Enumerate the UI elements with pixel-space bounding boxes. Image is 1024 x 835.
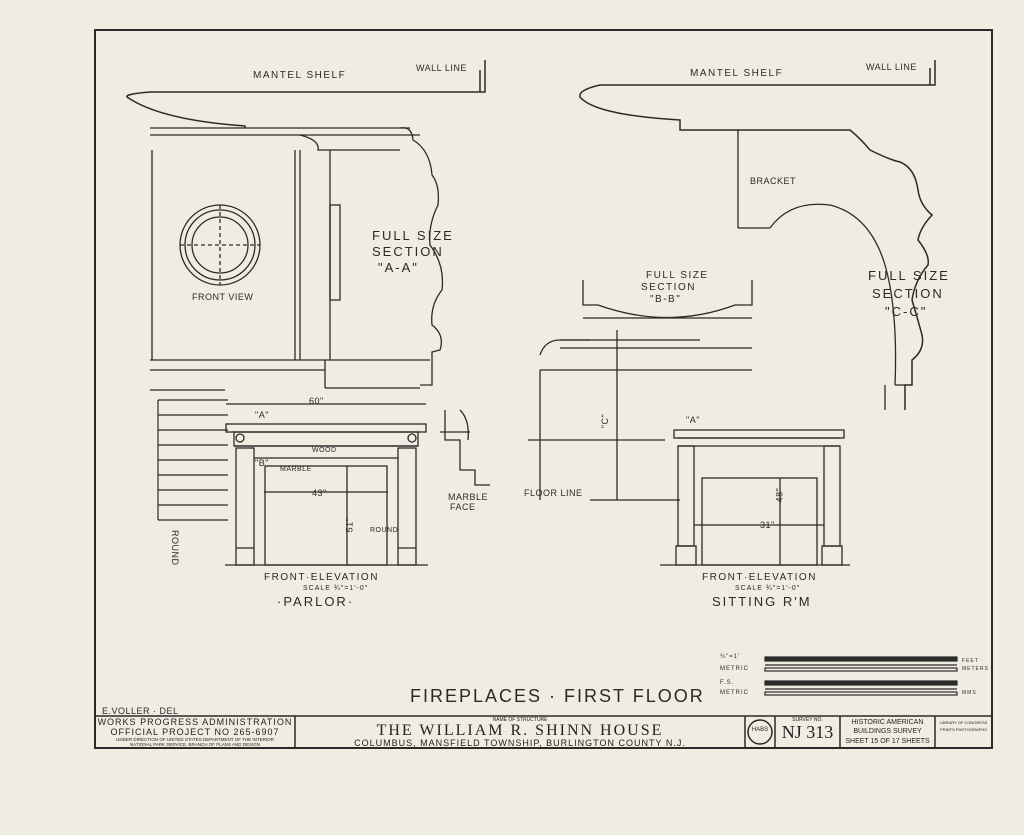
bracket-label: BRACKET	[750, 176, 797, 186]
marble-label: MARBLE	[280, 466, 312, 473]
section-aa-line3: "A-A"	[378, 260, 419, 275]
sitting-mantel-shelf-label: MANTEL SHELF	[690, 68, 784, 79]
parlor-elevation-title: FRONT·ELEVATION	[264, 572, 379, 583]
dim-b-parlor: "B"	[255, 458, 269, 468]
sitting-front-elevation	[660, 429, 850, 566]
sitting-elevation-title: FRONT·ELEVATION	[702, 572, 817, 583]
delineator: E.VOLLER · DEL	[102, 706, 179, 716]
section-bb-line2: SECTION	[641, 282, 696, 293]
parlor-wall-line-label: WALL LINE	[416, 63, 467, 73]
section-bb-line3: "B-B"	[650, 294, 682, 305]
scale-row2-unit: METERS	[962, 666, 989, 672]
marble-face-line2: FACE	[450, 502, 476, 512]
sitting-section-bb	[528, 280, 753, 501]
dim-parlor-width: 60"	[309, 396, 324, 406]
dim-parlor-height: 51"	[344, 517, 355, 533]
title-block-frame	[94, 715, 993, 749]
round-small-label: ROUND	[370, 527, 399, 534]
section-bb-line1: FULL SIZE	[646, 270, 709, 281]
parlor-room-label: ·PARLOR·	[277, 594, 355, 609]
graphic-scale-bars	[764, 656, 958, 696]
habs-seal-text: HABS	[751, 727, 769, 733]
floor-line-label: FLOOR LINE	[524, 488, 583, 498]
survey-caption: SURVEY NO.	[792, 717, 823, 723]
marble-face-line1: MARBLE	[448, 492, 489, 502]
sitting-section-cc	[737, 130, 905, 410]
section-aa-line1: FULL SIZE	[372, 228, 454, 243]
scale-row3-left: F.S.	[720, 680, 735, 686]
scale-row4-left: METRIC	[720, 690, 749, 696]
library-note-line1: LIBRARY OF CONGRESS	[939, 720, 988, 725]
agency-line4: NATIONAL PARK SERVICE, BRANCH OF PLANS A…	[129, 742, 261, 747]
agency-line3: UNDER DIRECTION OF UNITED STATES DEPARTM…	[116, 737, 274, 742]
library-note-line2: PRINTS PHOTOGRAPHS	[940, 727, 987, 732]
parlor-marble-face-profile	[440, 409, 490, 486]
survey-org-line1: HISTORIC AMERICAN	[851, 719, 924, 726]
round-label: ROUND	[170, 530, 180, 566]
survey-org-line2: BUILDINGS SURVEY	[853, 728, 922, 735]
dim-c-sitting: "C"	[600, 413, 611, 429]
parlor-front-elevation	[225, 403, 428, 566]
wood-label: WOOD	[312, 447, 337, 454]
parlor-section-aa	[150, 127, 444, 391]
habs-seal	[747, 719, 773, 745]
structure-location: COLUMBUS, MANSFIELD TOWNSHIP, BURLINGTON…	[354, 738, 686, 748]
dim-sitting-opening: 31"	[760, 520, 775, 530]
scale-row4-unit: MMS	[962, 690, 977, 696]
parlor-mantel-shelf-label: MANTEL SHELF	[253, 70, 347, 81]
sheet-number: SHEET 15 OF 17 SHEETS	[845, 738, 930, 745]
structure-name: THE WILLIAM R. SHINN HOUSE	[376, 722, 664, 739]
sitting-room-label: SITTING R'M	[712, 594, 812, 609]
structure-caption: NAME OF STRUCTURE	[492, 717, 548, 723]
section-cc-line3: "C-C"	[885, 304, 928, 319]
sheet-border	[94, 29, 993, 749]
dim-sitting-height: 48"	[774, 487, 785, 503]
section-cc-line2: SECTION	[872, 286, 944, 301]
sheet-title: FIREPLACES · FIRST FLOOR	[410, 686, 705, 706]
parlor-elevation-scale: SCALE ¾"=1'-0"	[303, 585, 369, 592]
survey-number: NJ 313	[781, 722, 834, 742]
dim-a-parlor: "A"	[255, 410, 269, 420]
parlor-mantel-shelf-profile	[126, 60, 486, 128]
section-cc-line1: FULL SIZE	[868, 268, 950, 283]
sitting-mantel-shelf-profile	[579, 60, 936, 410]
section-aa-line2: SECTION	[372, 244, 444, 259]
scale-row1-unit: FEET	[962, 658, 979, 664]
agency-line2: OFFICIAL PROJECT NO 265-6907	[110, 727, 280, 737]
dim-a-sitting: "A"	[686, 415, 700, 425]
front-view-label: FRONT VIEW	[192, 292, 254, 302]
scale-row1-left: ¾"=1'	[720, 654, 741, 660]
sitting-wall-line-label: WALL LINE	[866, 62, 917, 72]
dim-parlor-opening: 43"	[312, 488, 327, 498]
parlor-base-steps	[157, 399, 228, 521]
sitting-elevation-scale: SCALE ¾"=1'-0"	[735, 585, 801, 592]
scale-row2-left: METRIC	[720, 666, 749, 672]
agency-line1: WORKS PROGRESS ADMINISTRATION	[97, 717, 293, 727]
